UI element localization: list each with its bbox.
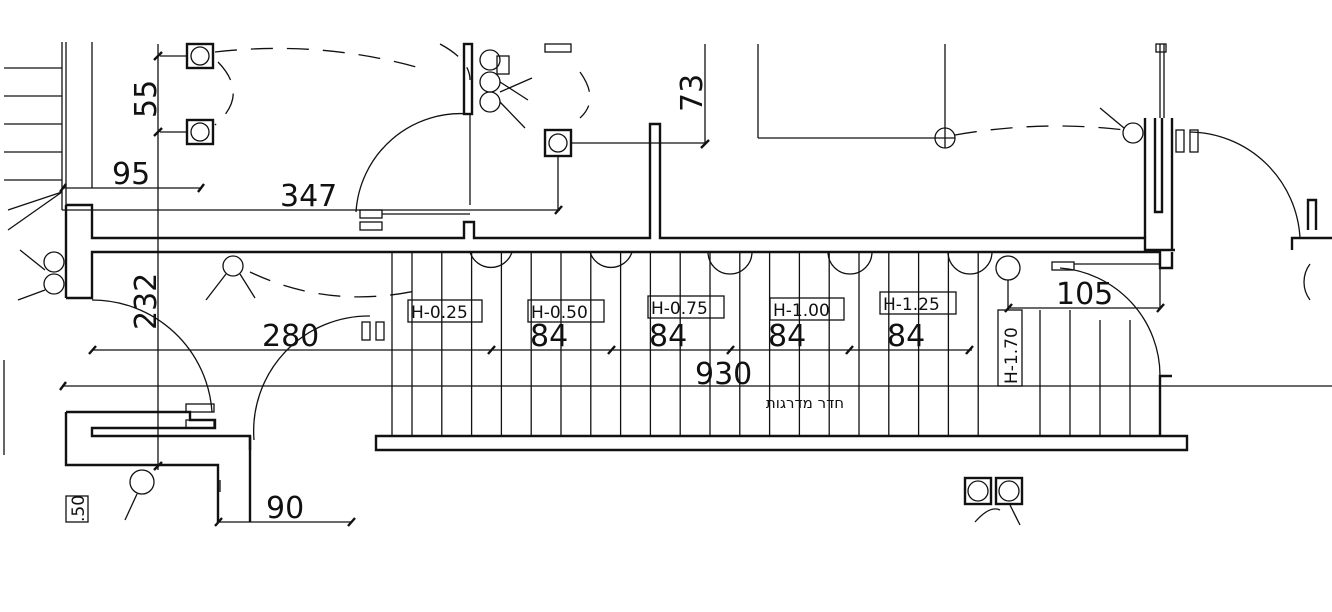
level-h-075: H-0.75 bbox=[651, 299, 708, 319]
level-h-050: H-0.50 bbox=[531, 303, 588, 323]
light-fixtures bbox=[17, 44, 1144, 521]
dimension-73: 73 bbox=[675, 74, 710, 112]
dimension-347: 347 bbox=[280, 179, 337, 214]
dimension-84-2: 84 bbox=[649, 319, 687, 354]
dimension-55: 55 bbox=[129, 80, 164, 118]
dimension-50: .50 bbox=[69, 495, 89, 522]
dimension-84-4: 84 bbox=[887, 319, 925, 354]
dimension-90: 90 bbox=[266, 491, 304, 526]
left-lower-walls bbox=[64, 403, 252, 522]
dimension-84-1: 84 bbox=[530, 319, 568, 354]
dimension-930: 930 bbox=[695, 357, 752, 392]
dimension-232: 232 bbox=[129, 273, 164, 330]
level-h-170: H-1.70 bbox=[1002, 327, 1022, 384]
dimension-lines bbox=[59, 44, 1172, 527]
dimension-105: 105 bbox=[1056, 277, 1113, 312]
dimension-280: 280 bbox=[262, 319, 319, 354]
electrical-fixtures bbox=[160, 42, 1024, 526]
door-swings bbox=[91, 112, 1311, 441]
electrical-dashed-lines bbox=[214, 43, 1126, 298]
level-h-100: H-1.00 bbox=[773, 301, 830, 321]
level-h-125: H-1.25 bbox=[883, 295, 940, 315]
corridor-walls bbox=[64, 43, 1332, 300]
level-h-025: H-0.25 bbox=[411, 303, 468, 323]
dimension-labels: 55 95 347 73 232 280 84 84 84 84 930 105… bbox=[65, 74, 1113, 526]
stair-room-walls bbox=[374, 252, 1332, 452]
room-label-stairwell: חדר מדרגות bbox=[766, 394, 844, 412]
stair-treads bbox=[411, 252, 1131, 436]
level-markers: H-0.25 H-0.50 H-0.75 H-1.00 H-1.25 H-1.7… bbox=[407, 291, 1023, 387]
left-railing bbox=[3, 42, 93, 455]
dimension-84-3: 84 bbox=[768, 319, 806, 354]
dimension-95: 95 bbox=[112, 157, 150, 192]
stair-arcs bbox=[469, 251, 993, 275]
